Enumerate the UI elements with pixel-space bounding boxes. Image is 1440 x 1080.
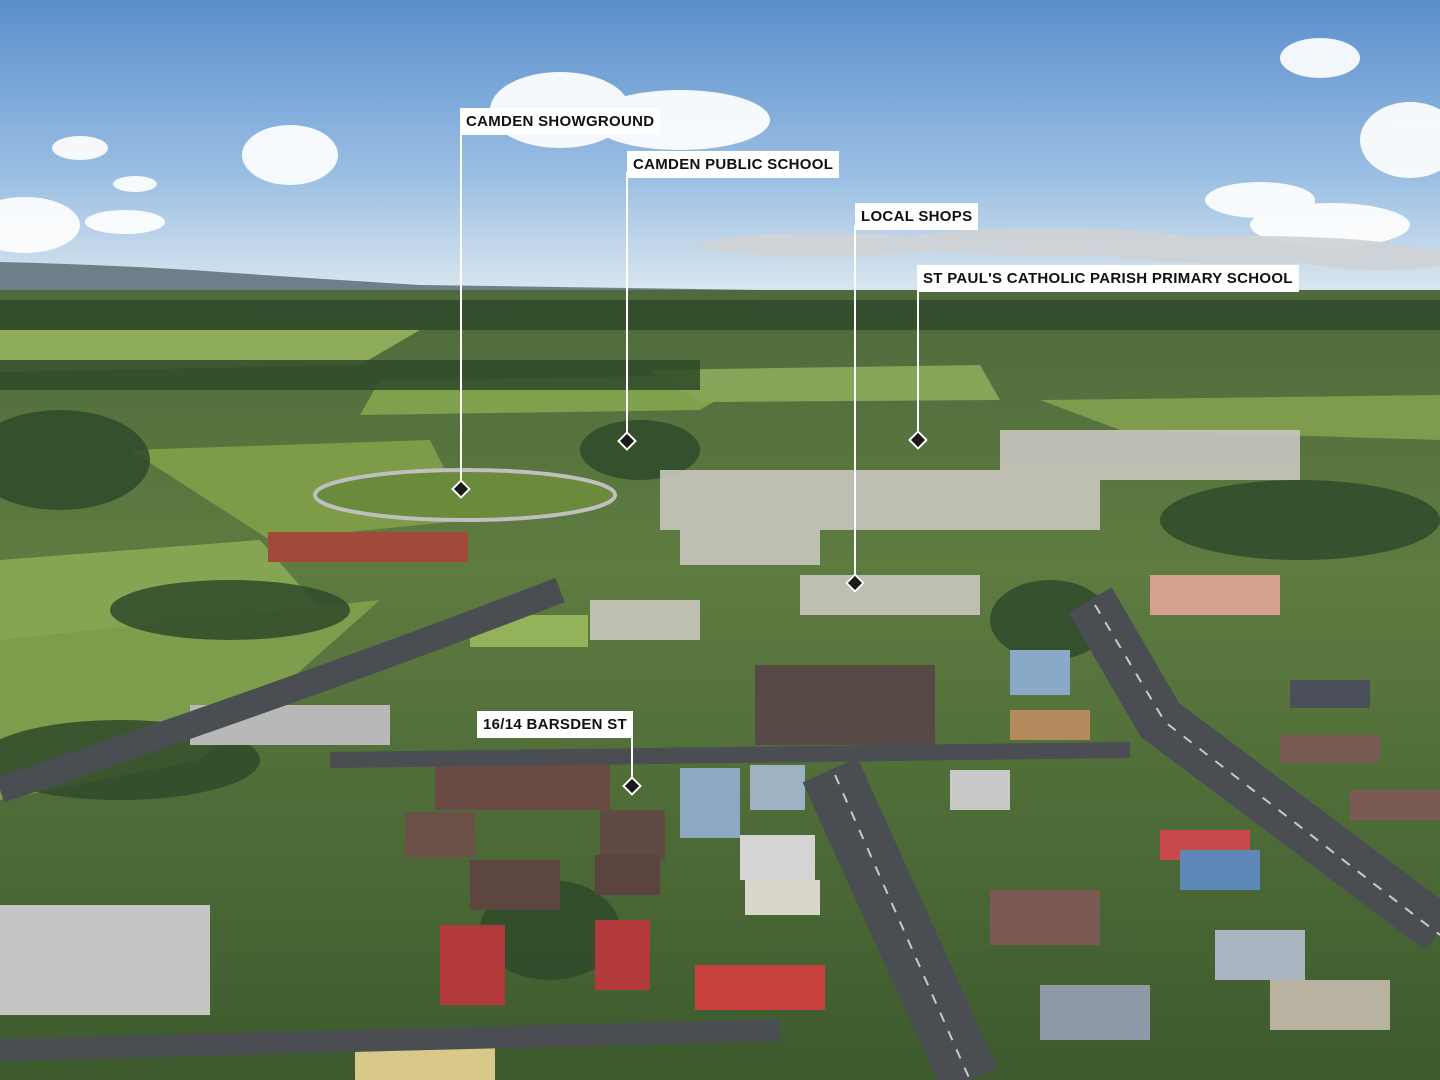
public-school-leader-line (626, 172, 628, 440)
roads (0, 577, 1440, 1080)
local-shops-leader-line (854, 225, 856, 582)
label-property-address: 16/14 BARSDEN ST (477, 711, 634, 738)
label-camden-showground: CAMDEN SHOWGROUND (460, 108, 661, 135)
label-camden-public-school: CAMDEN PUBLIC SCHOOL (627, 151, 840, 178)
houses (0, 575, 1440, 1080)
label-local-shops: LOCAL SHOPS (855, 203, 979, 230)
showground-leader-line (460, 130, 462, 488)
town (590, 430, 1300, 640)
property-leader-line (631, 726, 633, 784)
label-st-pauls-primary-school: ST PAUL'S CATHOLIC PARISH PRIMARY SCHOOL (917, 265, 1299, 292)
distant-clouds (700, 228, 1440, 270)
st-pauls-leader-line (917, 287, 919, 439)
